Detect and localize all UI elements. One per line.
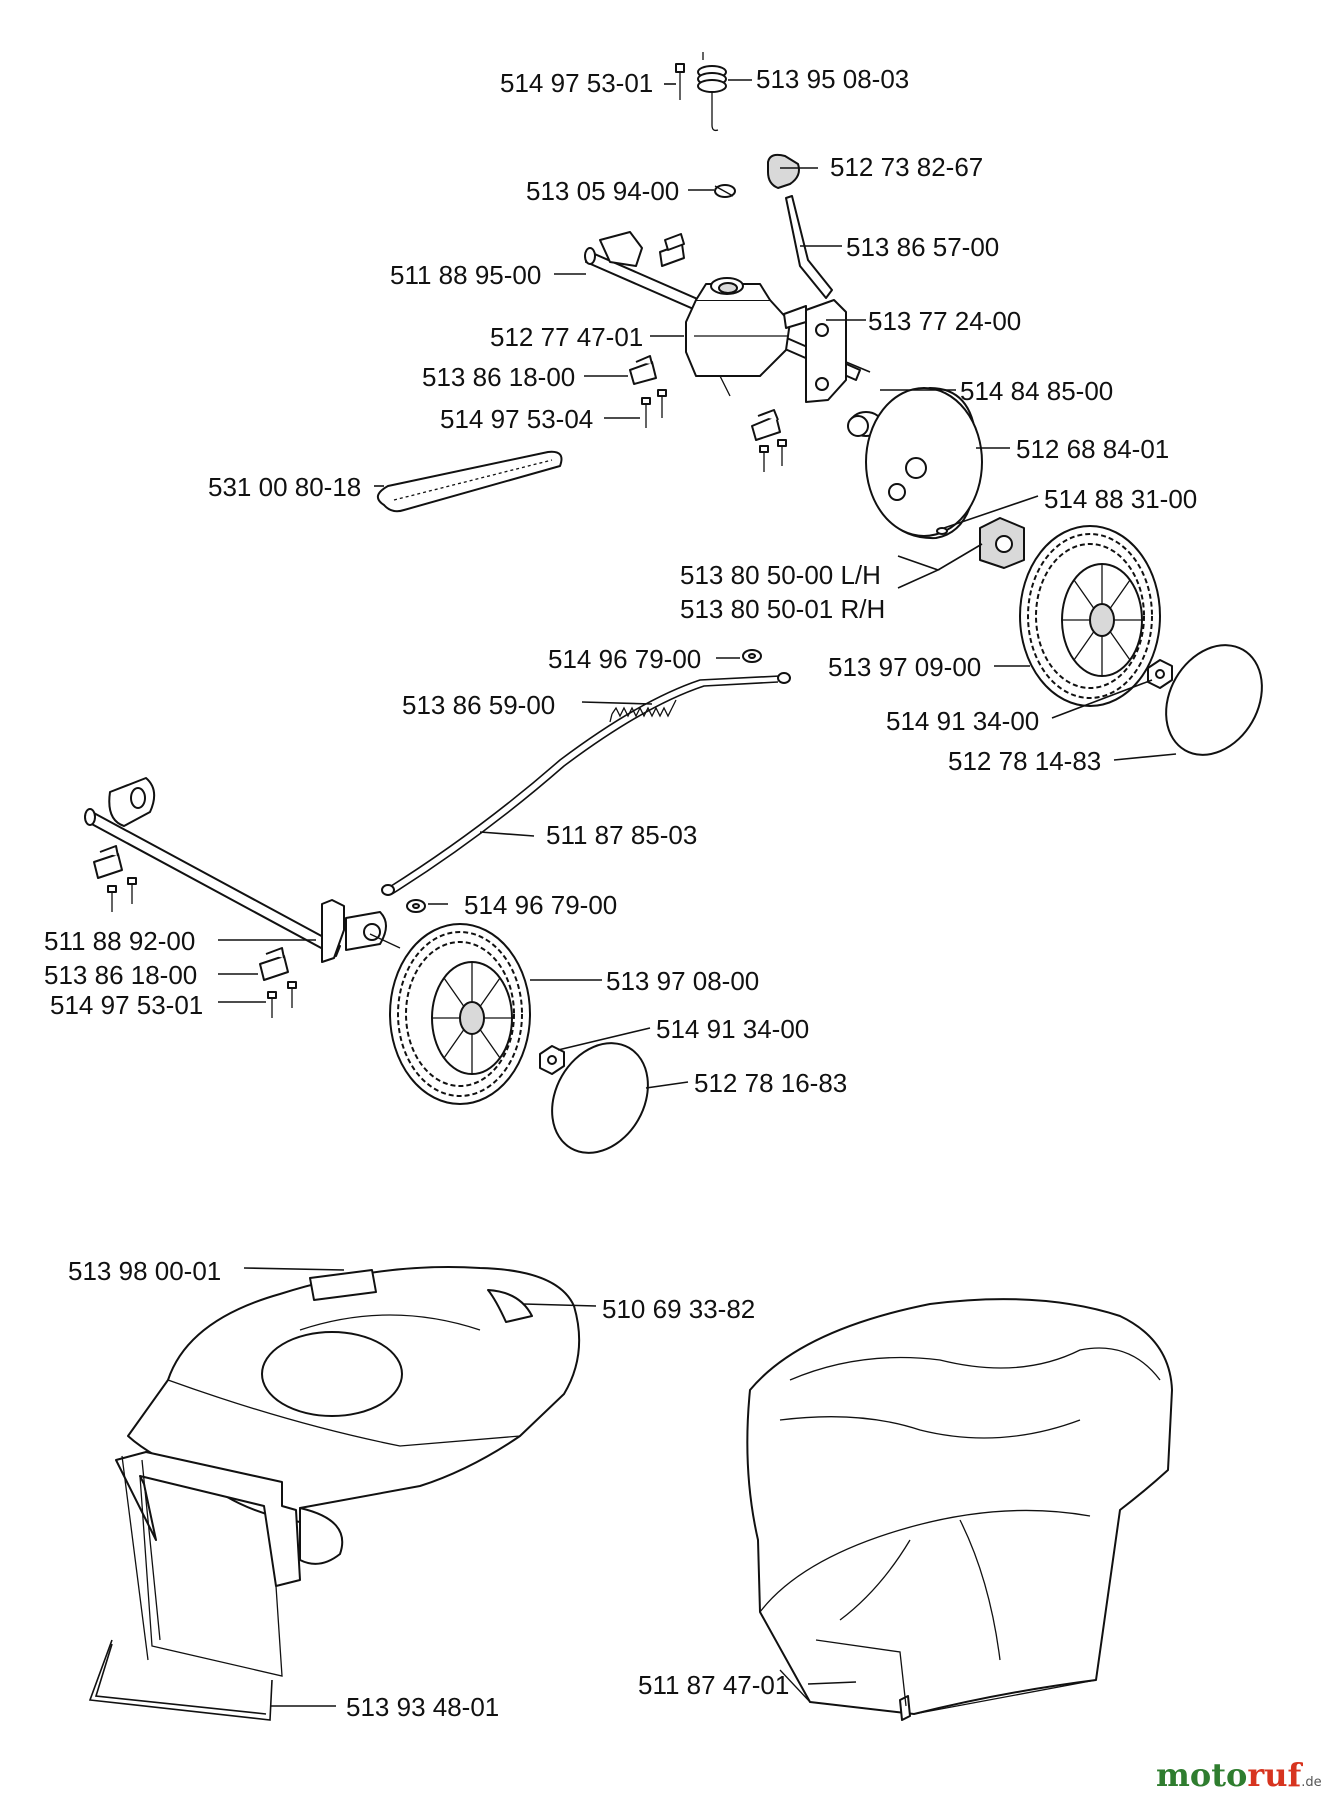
wheel-front-drawing [389,923,531,1105]
label-511-87-47-01: 511 87 47-01 [638,1670,789,1700]
watermark-suffix: .de [1301,1775,1321,1790]
front-axle-drawing [84,777,401,963]
label-513-93-48-01: 513 93 48-01 [346,1692,499,1722]
label-531-00-80-18: 531 00 80-18 [208,472,361,502]
wheel-right-drawing [1019,525,1161,707]
grass-bag-drawing [746,1298,1173,1721]
label-514-97-53-01-top: 514 97 53-01 [500,68,653,98]
catcher-cover-drawing [127,1266,581,1565]
clamp-mid-left-drawing [629,355,657,385]
label-514-84-85-00: 514 84 85-00 [960,376,1113,406]
part-drawings [84,52,1263,1721]
label-512-78-16-83: 512 78 16-83 [694,1068,847,1098]
wire-frame-drawing [88,1639,273,1721]
lever-drawing [785,195,833,299]
label-514-96-79-00-top: 514 96 79-00 [548,644,701,674]
label-513-86-18-00-top: 513 86 18-00 [422,362,575,392]
label-513-80-50-01-rh: 513 80 50-01 R/H [680,594,885,624]
label-514-97-53-01-bottom: 514 97 53-01 [50,990,203,1020]
label-513-86-59-00: 513 86 59-00 [402,690,555,720]
label-513-77-24-00: 513 77 24-00 [868,306,1021,336]
hubcap-front-drawing [551,1042,649,1154]
label-511-87-85-03: 511 87 85-03 [546,820,697,850]
label-514-96-79-00-bottom: 514 96 79-00 [464,890,617,920]
label-513-86-57-00: 513 86 57-00 [846,232,999,262]
gear-cover-drawing [865,387,983,540]
label-513-97-08-00: 513 97 08-00 [606,966,759,996]
label-512-77-47-01: 512 77 47-01 [490,322,643,352]
label-511-88-95-00: 511 88 95-00 [390,260,541,290]
label-512-78-14-83: 512 78 14-83 [948,746,1101,776]
catcher-flap-drawing [115,1451,301,1677]
v-belt-drawing [377,450,563,513]
label-513-80-50-00-lh: 513 80 50-00 L/H [680,560,881,590]
hubcap-right-drawing [1165,644,1263,756]
pinion-gear-drawing [979,517,1025,569]
clamp-front-right-drawing [259,947,297,1018]
pin-drawing [936,527,948,535]
label-511-88-92-00: 511 88 92-00 [44,926,195,956]
clamp-mid-right-drawing [751,409,781,441]
screws-mid-drawing [641,389,787,472]
watermark-part2: ruf [1247,1756,1303,1794]
nut-right-drawing [1147,659,1173,689]
screw-top-drawing [675,63,685,100]
bracket-right-drawing [805,299,871,403]
label-513-97-09-00: 513 97 09-00 [828,652,981,682]
watermark-part1: moto [1156,1756,1247,1794]
label-513-86-18-00-bottom: 513 86 18-00 [44,960,197,990]
label-512-73-82-67: 512 73 82-67 [830,152,983,182]
washer-bottom-drawing [406,899,426,913]
clip-drawing [714,184,736,198]
label-513-05-94-00: 513 05 94-00 [526,176,679,206]
spring-drawing [609,699,677,723]
clamp-top-right-drawing [783,305,807,329]
motoruf-watermark: motoruf.de [1156,1756,1322,1794]
label-512-68-84-01: 512 68 84-01 [1016,434,1169,464]
label-510-69-33-82: 510 69 33-82 [602,1294,755,1324]
part-labels: 514 97 53-01 513 95 08-03 512 73 82-67 5… [44,64,1197,1722]
svg-text:motoruf.de: motoruf.de [1156,1756,1322,1794]
label-514-97-53-04: 514 97 53-04 [440,404,593,434]
washer-top-drawing [742,649,762,663]
label-514-88-31-00: 514 88 31-00 [1044,484,1197,514]
label-513-95-08-03: 513 95 08-03 [756,64,909,94]
label-514-91-34-00-top: 514 91 34-00 [886,706,1039,736]
label-514-91-34-00-bottom: 514 91 34-00 [656,1014,809,1044]
label-513-98-00-01: 513 98 00-01 [68,1256,221,1286]
nut-front-drawing [539,1045,565,1075]
clamp-top-left-drawing [659,233,685,267]
cable-rod-drawing [381,672,791,896]
gearbox-drawing [685,277,791,397]
spring-top-drawing [697,52,727,132]
leader-lines [218,79,1177,1707]
clamp-front-left-drawing [93,845,137,912]
knob-cap-drawing [767,153,800,189]
